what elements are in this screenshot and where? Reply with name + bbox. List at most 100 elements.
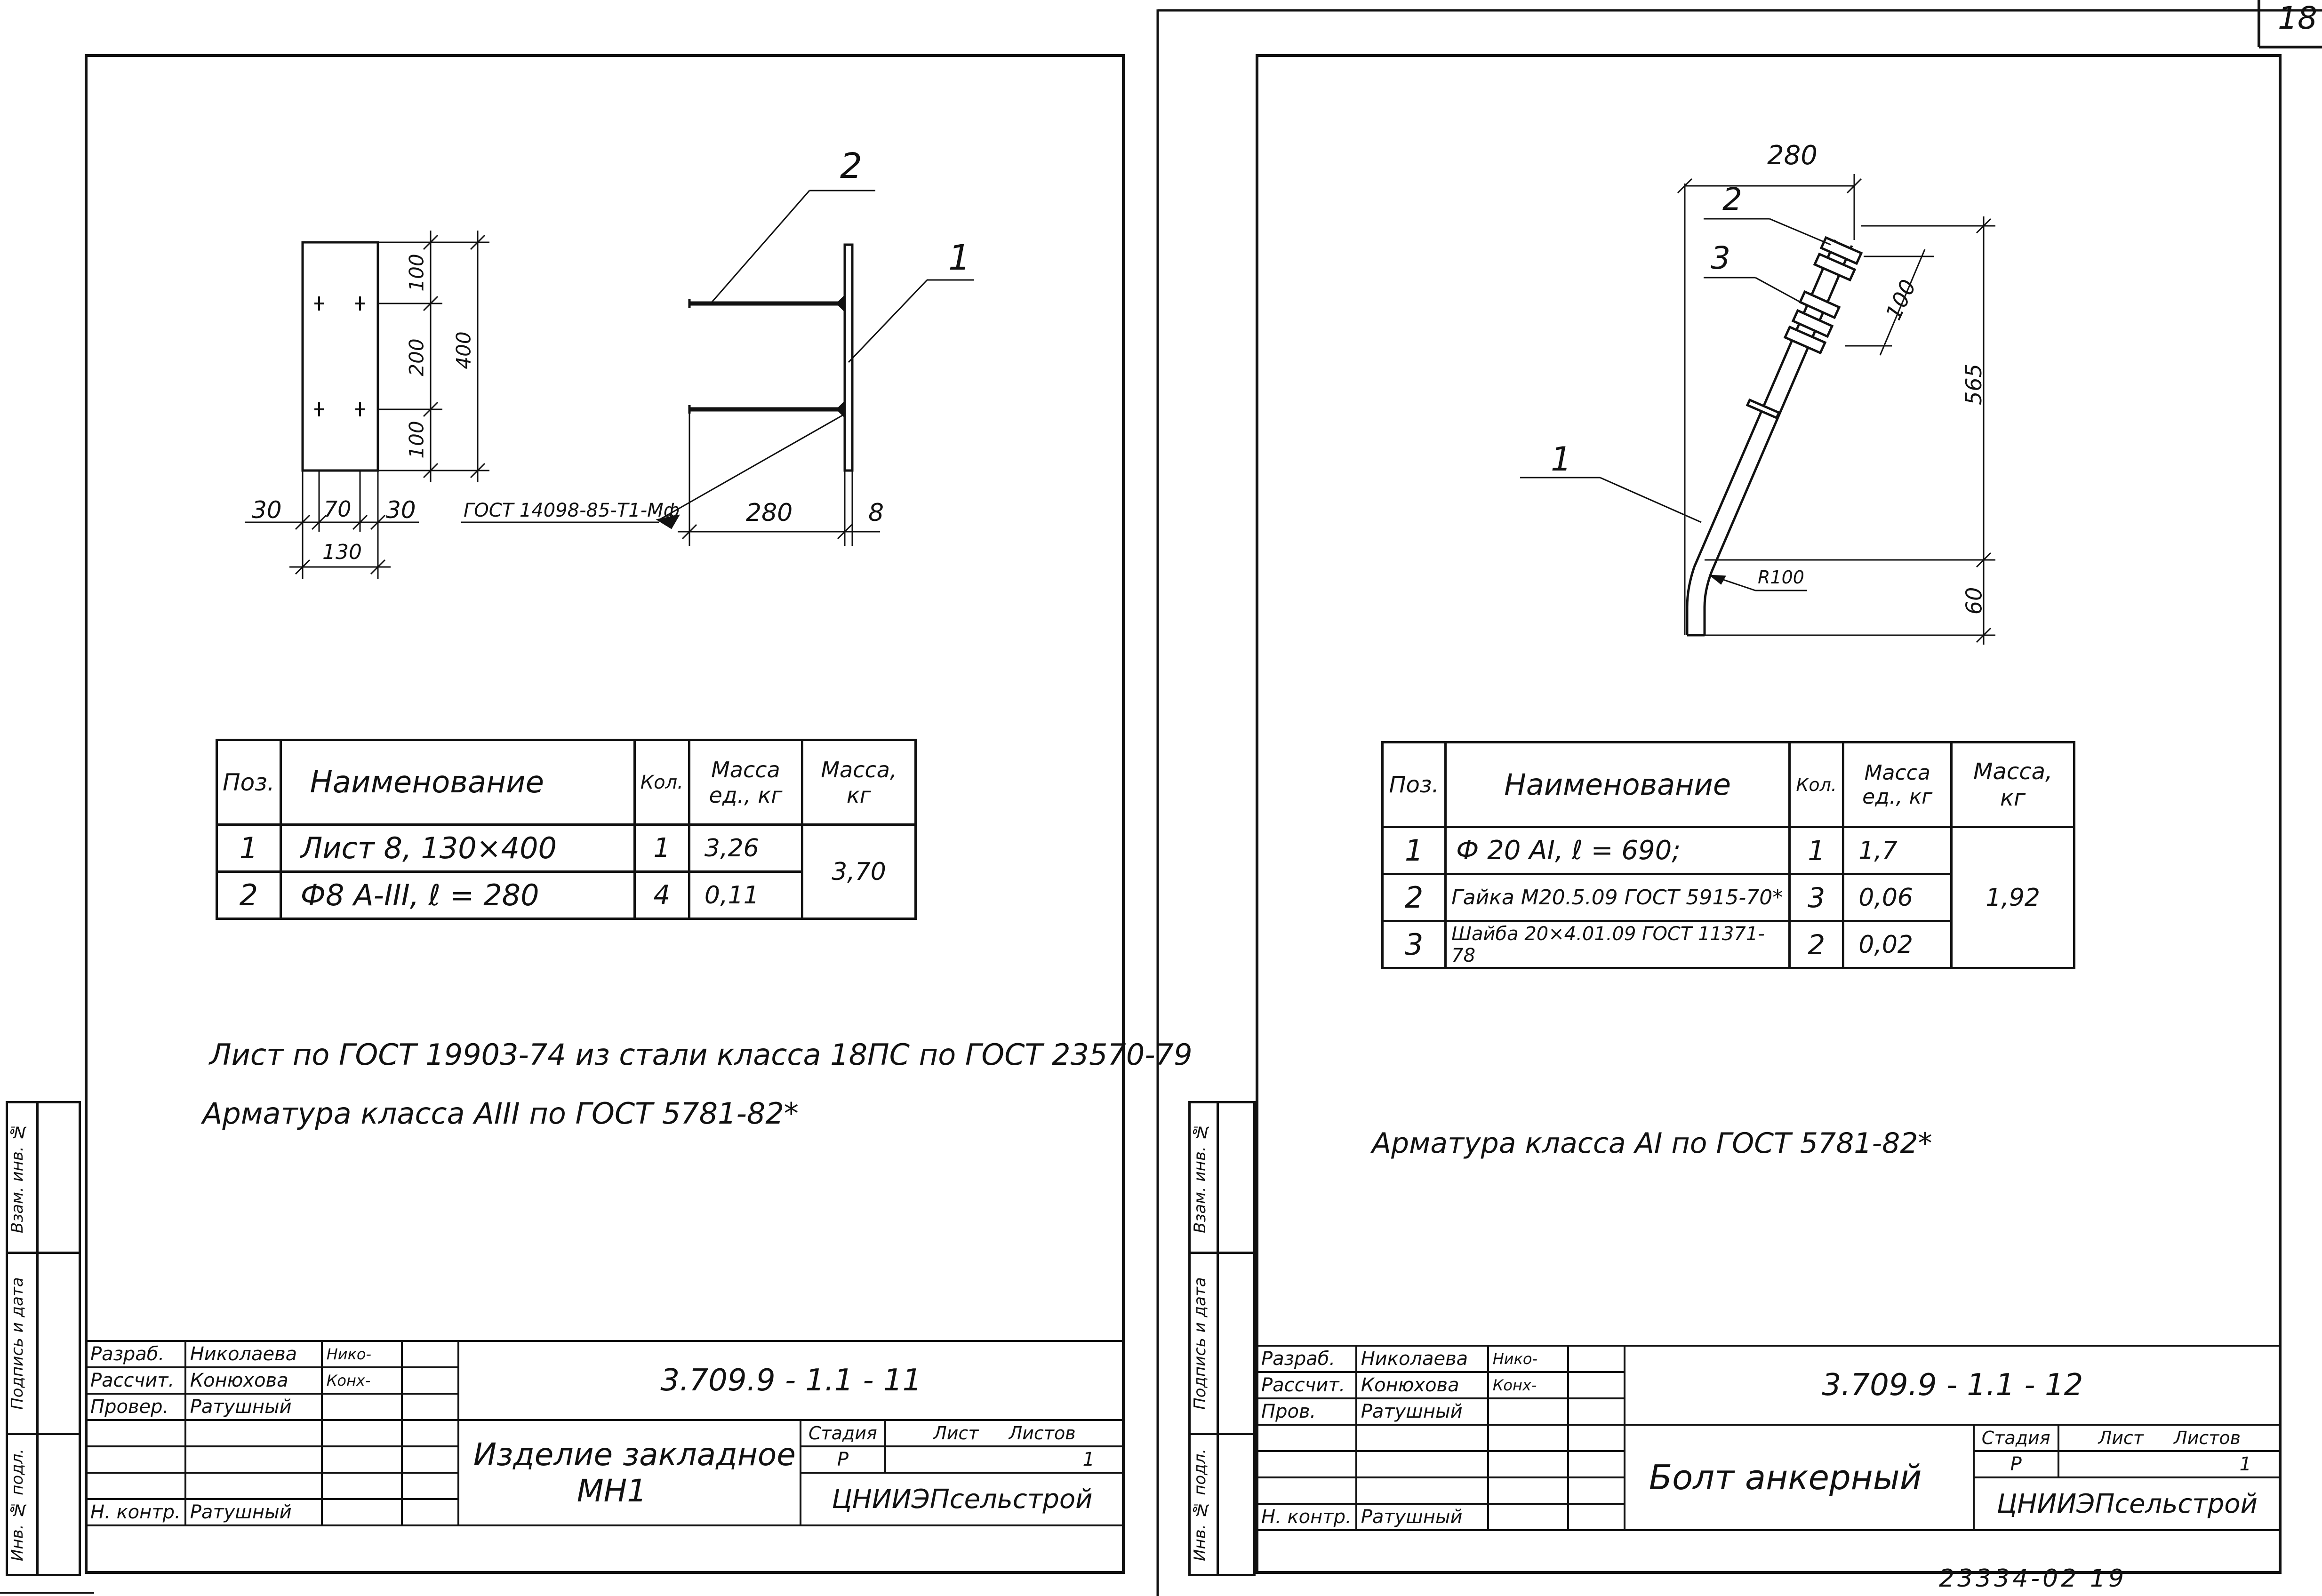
spec-header-qty: Кол. — [633, 739, 690, 826]
tb-signature: Конх- — [320, 1366, 403, 1395]
tb-role: Рассчит. — [85, 1366, 186, 1395]
spec-name: Ф 20 АI, ℓ = 690; — [1444, 826, 1791, 875]
tb-name: Ратушный — [184, 1393, 323, 1421]
tb-role — [1256, 1476, 1357, 1505]
tb-role: Разраб. — [85, 1340, 186, 1368]
tb-name: Николаева — [1355, 1345, 1489, 1373]
left-spec-table: Поз. Наименование Кол. Масса ед., кг Мас… — [216, 739, 917, 920]
tb-name — [184, 1445, 323, 1474]
spec-name: Гайка М20.5.09 ГОСТ 5915-70* — [1444, 873, 1791, 922]
tb-name: Николаева — [184, 1340, 323, 1368]
spec-header-name: Наименование — [279, 739, 636, 826]
spec-row: 3 Шайба 20×4.01.09 ГОСТ 11371-78 2 0,02 — [1381, 920, 2074, 969]
footer-code: 23334-02 19 — [1939, 1564, 2127, 1593]
tb-name: Конюхова — [184, 1366, 323, 1395]
spec-pos: 2 — [1381, 873, 1447, 922]
spec-header-pos: Поз. — [1381, 741, 1447, 828]
spec-unit-mass: 0,11 — [688, 870, 803, 920]
right-title-block: Разраб. Николаева Нико- 3.709.9 - 1.1 - … — [1256, 1345, 2282, 1531]
spec-qty: 3 — [1788, 873, 1845, 922]
left-doc-code: 3.709.9 - 1.1 - 11 — [457, 1340, 1125, 1421]
tb-name — [1355, 1476, 1489, 1505]
tb-signature — [1487, 1397, 1569, 1426]
side-label-signature: Подпись и дата — [1191, 1277, 1209, 1410]
spec-header-name: Наименование — [1444, 741, 1791, 828]
spec-row: 1 Ф 20 АI, ℓ = 690; 1 1,7 1,92 — [1381, 826, 2075, 969]
tb-role: Пров. — [1256, 1397, 1357, 1426]
spec-pos: 1 — [1381, 826, 1447, 875]
spec-qty: 2 — [1788, 920, 1845, 969]
spec-row: 1 Лист 8, 130×400 1 3,26 3,70 — [216, 823, 917, 920]
tb-role — [85, 1419, 186, 1447]
tb-name: Ратушный — [1355, 1397, 1489, 1426]
spec-unit-mass: 1,7 — [1842, 826, 1953, 875]
right-note-1: Арматура класса АI по ГОСТ 5781-82* — [1372, 1127, 1932, 1160]
right-sheet-frame — [1256, 54, 2282, 1574]
spec-qty: 1 — [633, 823, 690, 873]
tb-role: Н. контр. — [85, 1498, 186, 1526]
spec-pos: 3 — [1381, 920, 1447, 969]
tb-role — [85, 1472, 186, 1500]
left-callout-2: 2 — [840, 146, 863, 186]
spec-header-mass: Масса, кг — [801, 739, 917, 826]
spec-row: 2 Ф8 А-III, ℓ = 280 4 0,11 — [216, 870, 916, 920]
right-doc-code: 3.709.9 - 1.1 - 12 — [1623, 1345, 2282, 1426]
tb-sheets: 1 — [2057, 1450, 2282, 1478]
tb-signature: Нико- — [320, 1340, 403, 1368]
tb-name: Ратушный — [184, 1498, 323, 1526]
dim-70: 70 — [324, 496, 352, 522]
page-number: 18 — [2278, 0, 2317, 36]
spec-header-unit-mass: Масса ед., кг — [688, 739, 803, 826]
tb-signature — [320, 1393, 403, 1421]
dim-280-right: 280 — [1767, 140, 1818, 171]
right-doc-title: Болт анкерный — [1649, 1458, 1922, 1497]
left-doc-title-mark: МН1 — [576, 1473, 647, 1509]
right-spec-table: Поз. Наименование Кол. Масса ед., кг Мас… — [1381, 741, 2075, 969]
tb-stage: Р — [799, 1445, 886, 1474]
tb-name — [184, 1419, 323, 1447]
tb-stage: Р — [1972, 1450, 2059, 1478]
right-callout-1: 1 — [1551, 440, 1572, 479]
tb-role: Рассчит. — [1256, 1371, 1357, 1399]
tb-signature — [320, 1445, 403, 1474]
right-side-stamp: Взам. инв. № Подпись и дата Инв. № подл. — [1188, 1101, 1256, 1576]
tb-name — [1355, 1424, 1489, 1452]
dim-565: 565 — [1961, 364, 1986, 405]
spec-header-qty: Кол. — [1788, 741, 1845, 828]
spec-unit-mass: 0,06 — [1842, 873, 1953, 922]
left-title-block: Разраб. Николаева Нико- 3.709.9 - 1.1 - … — [85, 1340, 1125, 1526]
spec-unit-mass: 3,26 — [688, 823, 803, 873]
spec-total-mass: 3,70 — [801, 823, 917, 920]
tb-signature — [320, 1498, 403, 1526]
right-org: ЦНИИЭПсельстрой — [1972, 1476, 2282, 1531]
tb-role — [1256, 1424, 1357, 1452]
left-note-1: Лист по ГОСТ 19903-74 из стали класса 18… — [209, 1037, 1193, 1072]
tb-stage-header: Стадия — [1972, 1424, 2059, 1452]
tb-signature — [320, 1472, 403, 1500]
right-callout-3: 3 — [1711, 240, 1730, 276]
spec-pos: 2 — [216, 870, 282, 920]
tb-role — [85, 1445, 186, 1474]
spec-unit-mass: 0,02 — [1842, 920, 1953, 969]
tb-sheets: 1 — [884, 1445, 1125, 1474]
tb-sheets-header: Листов — [2174, 1428, 2241, 1448]
tb-role: Н. контр. — [1256, 1503, 1357, 1531]
tb-name — [1355, 1450, 1489, 1478]
tb-sheet-header: Лист — [933, 1423, 979, 1444]
dim-30-left: 30 — [252, 496, 282, 524]
tb-sheets-header: Листов — [1009, 1423, 1076, 1444]
tb-signature — [1487, 1503, 1569, 1531]
tb-name — [184, 1472, 323, 1500]
tb-role: Разраб. — [1256, 1345, 1357, 1373]
tb-signature: Нико- — [1487, 1345, 1569, 1373]
spec-header-pos: Поз. — [216, 739, 282, 826]
tb-role — [1256, 1450, 1357, 1478]
tb-signature — [1487, 1450, 1569, 1478]
dim-130: 130 — [322, 540, 362, 564]
spec-qty: 4 — [633, 870, 690, 920]
tb-stage-header: Стадия — [799, 1419, 886, 1447]
side-label-inv-replace: Взам. инв. № — [1191, 1122, 1209, 1233]
spec-row: 2 Гайка М20.5.09 ГОСТ 5915-70* 3 0,06 — [1381, 873, 2074, 922]
